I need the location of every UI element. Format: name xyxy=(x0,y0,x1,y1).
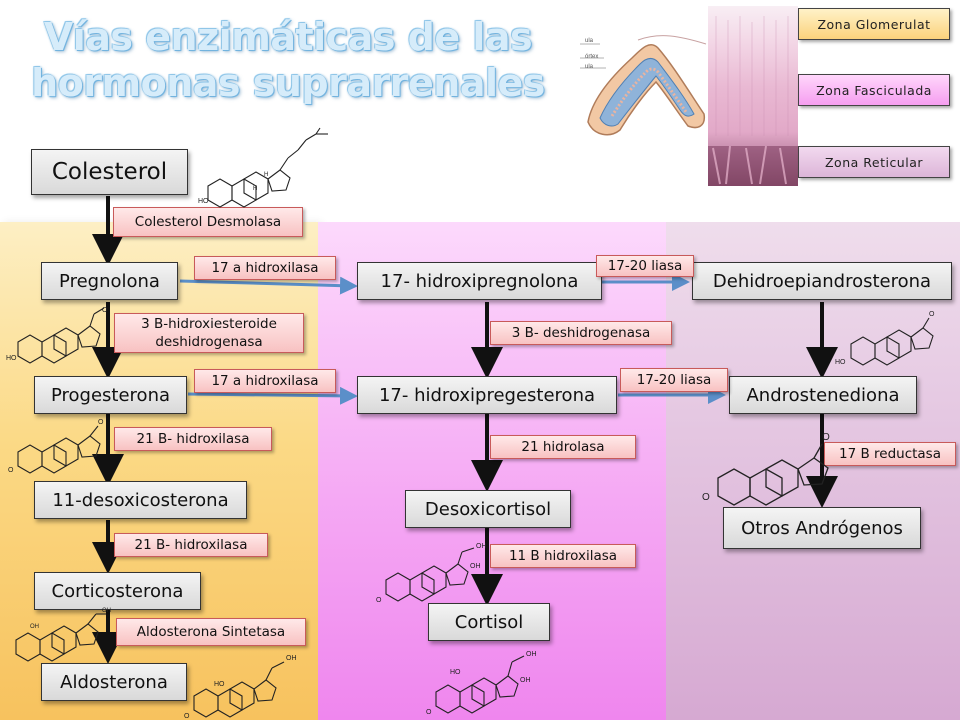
enzyme-21b-hidroxilasa-bottom: 21 B- hidroxilasa xyxy=(114,533,268,557)
enzyme-17-20-liasa-bottom: 17-20 liasa xyxy=(620,368,728,392)
structure-oh-label: OH xyxy=(286,655,297,662)
enzyme-3b-hidroxiesteroide-deshidrogenasa: 3 B-hidroxiesteroide deshidrogenasa xyxy=(114,313,304,353)
structure-oh-label: OH xyxy=(476,543,487,550)
tissue-label-1: ula xyxy=(585,38,594,44)
structure-o-label: O xyxy=(98,419,104,426)
structure-oh-label: OH xyxy=(30,624,39,630)
enzyme-3b-line-2: deshidrogenasa xyxy=(155,334,263,350)
tissue-label-2: órtex xyxy=(585,54,599,60)
structure-o-label: O xyxy=(376,597,382,604)
compound-cortisol: Cortisol xyxy=(428,603,550,641)
enzyme-17-20-liasa-top: 17-20 liasa xyxy=(596,255,694,277)
steroid-structure-icon: O OH OH xyxy=(376,543,487,604)
enzyme-17a-hidroxilasa-bottom: 17 a hidroxilasa xyxy=(194,369,336,393)
structure-oh-label: OH xyxy=(526,651,537,658)
enzyme-21-hidrolasa: 21 hidrolasa xyxy=(490,435,636,459)
enzyme-17a-hidroxilasa-top: 17 a hidroxilasa xyxy=(194,256,336,280)
enzyme-3b-deshidrogenasa: 3 B- deshidrogenasa xyxy=(490,321,672,345)
page-title: Vías enzimáticas de las hormonas suprarr… xyxy=(28,14,548,106)
structure-o-label: O xyxy=(929,311,935,318)
steroid-structure-icon: HO H H xyxy=(198,127,328,208)
compound-androstenediona: Androstenediona xyxy=(729,376,917,414)
structure-oh-label: OH xyxy=(520,677,531,684)
arrow-progesterona-hidroxipregesterona xyxy=(187,386,358,405)
title-line-2: hormonas suprarrenales xyxy=(31,61,545,105)
steroid-structure-icon: O O xyxy=(702,432,830,506)
structure-o-label: O xyxy=(102,307,108,314)
steroid-structure-icon: HO OH OH O xyxy=(426,651,537,716)
compound-desoxicortisol: Desoxicortisol xyxy=(405,490,571,528)
enzyme-aldosterona-sintetasa: Aldosterona Sintetasa xyxy=(116,618,306,646)
steroid-structure-icon: HO OH O xyxy=(184,655,297,720)
compound-colesterol: Colesterol xyxy=(31,149,188,195)
compound-11-desoxicosterona: 11-desoxicosterona xyxy=(34,481,247,519)
compound-aldosterona: Aldosterona xyxy=(41,663,187,701)
enzyme-17b-reductasa: 17 B reductasa xyxy=(824,442,956,466)
structure-ho-label: HO xyxy=(835,359,846,366)
compound-17-hidroxipregnolona: 17- hidroxipregnolona xyxy=(357,262,602,300)
structure-o-label: O xyxy=(184,713,190,720)
adrenal-gland-illustration xyxy=(580,35,707,136)
structure-ho-label: HO xyxy=(6,355,17,362)
structure-o-label: O xyxy=(702,492,710,503)
enzyme-11b-hidroxilasa: 11 B hidroxilasa xyxy=(490,544,636,568)
enzyme-colesterol-desmolasa: Colesterol Desmolasa xyxy=(113,207,303,237)
zone-label-reticular: Zona Reticular xyxy=(798,146,950,178)
compound-corticosterona: Corticosterona xyxy=(34,572,201,610)
zone-label-glomerulat: Zona Glomerulat xyxy=(798,8,950,40)
structure-h-label-1: H xyxy=(253,186,257,192)
tissue-label-3: ula xyxy=(585,64,594,70)
structure-oh-label: OH xyxy=(470,563,481,570)
compound-pregnolona: Pregnolona xyxy=(41,262,178,300)
structure-ho-label: HO xyxy=(198,198,209,205)
structure-o-label: O xyxy=(426,709,432,716)
title-line-1: Vías enzimáticas de las xyxy=(43,15,533,59)
compound-progesterona: Progesterona xyxy=(34,376,187,414)
steroid-structure-icon: O O xyxy=(8,419,104,474)
compound-dehidroepiandrosterona: Dehidroepiandrosterona xyxy=(692,262,952,300)
compound-otros-androgenos: Otros Andrógenos xyxy=(723,507,921,549)
structure-ho-label: HO xyxy=(450,669,461,676)
structure-oh-label: OH xyxy=(102,608,111,614)
enzyme-21b-hidroxilasa-top: 21 B- hidroxilasa xyxy=(114,427,272,451)
zona-reticular-background xyxy=(666,222,960,720)
zone-label-fasciculada: Zona Fasciculada xyxy=(798,74,950,106)
compound-17-hidroxipregesterona: 17- hidroxipregesterona xyxy=(357,376,617,414)
steroid-structure-icon: HO O xyxy=(6,307,108,364)
steroid-structure-icon: HO O xyxy=(835,311,935,366)
structure-ho-label: HO xyxy=(214,681,225,688)
structure-h-label-2: H xyxy=(264,172,268,178)
histology-texture xyxy=(708,16,798,186)
arrow-pregnolona-hidroxipregnolona xyxy=(179,276,358,295)
steroid-structure-icon: OH OH xyxy=(15,608,111,662)
structure-o-label: O xyxy=(822,432,830,443)
enzyme-3b-line-1: 3 B-hidroxiesteroide xyxy=(141,316,277,332)
structure-o-label: O xyxy=(8,467,14,474)
